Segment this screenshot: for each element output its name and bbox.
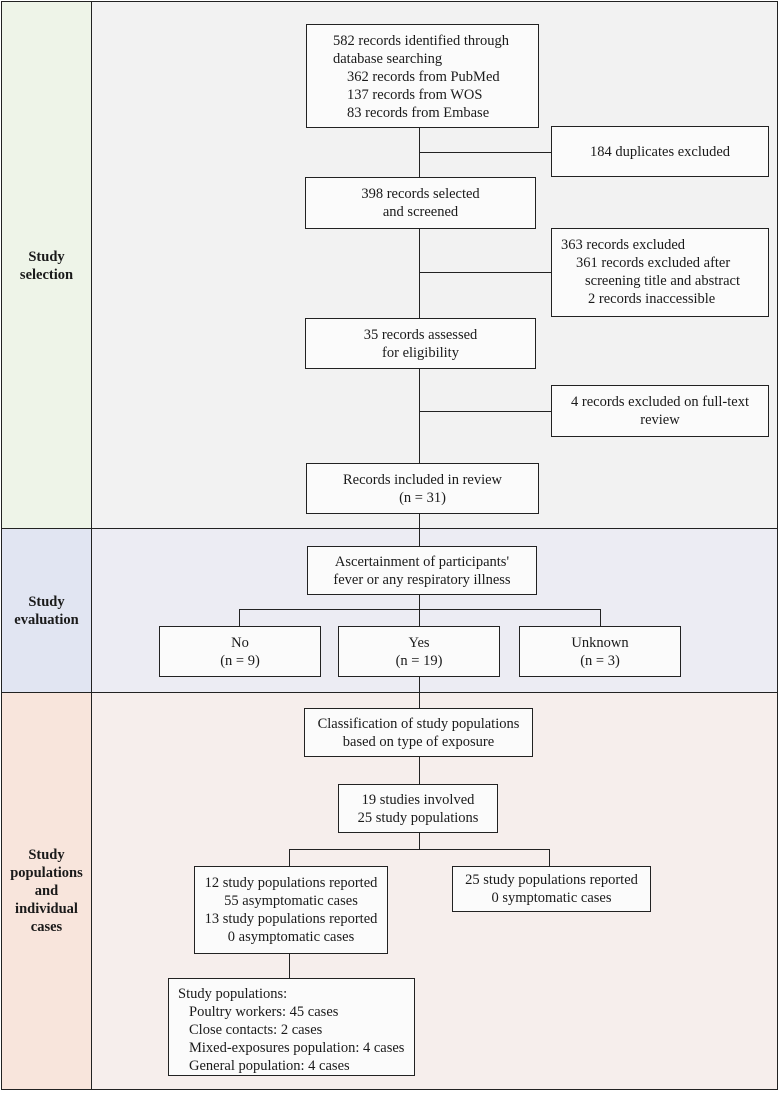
section-label-selection-cell: Study selection bbox=[2, 2, 92, 529]
section-label-populations: Study populations and individual cases bbox=[10, 847, 83, 935]
yes-text: Yes (n = 19) bbox=[395, 634, 443, 669]
wos-records-text: 137 records from WOS bbox=[347, 87, 483, 103]
records-screened-box: 398 records selected and screened bbox=[305, 177, 536, 229]
connector-line bbox=[419, 514, 421, 546]
connector-line bbox=[419, 677, 421, 708]
ascertainment-text: Ascertainment of participants' fever or … bbox=[333, 553, 511, 588]
classification-text: Classification of study populations base… bbox=[317, 715, 520, 750]
section-label-selection: Study selection bbox=[19, 248, 74, 283]
section-divider bbox=[2, 528, 777, 529]
asymptomatic-box: 12 study populations reported 55 asympto… bbox=[194, 866, 388, 954]
asymptomatic-text: 12 study populations reported 55 asympto… bbox=[204, 875, 378, 945]
poultry-workers-text: Poultry workers: 45 cases bbox=[189, 1004, 339, 1020]
section-label-evaluation-cell: Study evaluation bbox=[2, 529, 92, 693]
excluded-after-text: 361 records excluded after bbox=[576, 255, 731, 271]
close-contacts-text: Close contacts: 2 cases bbox=[189, 1022, 323, 1038]
embase-records-text: 83 records from Embase bbox=[347, 105, 490, 121]
title-abstract-text: screening title and abstract bbox=[585, 273, 741, 289]
connector-line bbox=[419, 152, 552, 154]
connector-line bbox=[549, 849, 551, 867]
connector-line bbox=[289, 849, 550, 851]
general-population-text: General population: 4 cases bbox=[189, 1058, 350, 1074]
study-populations-box: Study populations: Poultry workers: 45 c… bbox=[168, 978, 415, 1076]
no-box: No (n = 9) bbox=[159, 626, 321, 677]
connector-line bbox=[419, 411, 552, 413]
symptomatic-box: 25 study populations reported 0 symptoma… bbox=[452, 866, 651, 912]
eligibility-box: 35 records assessed for eligibility bbox=[305, 318, 536, 369]
records-excluded-text: 363 records excluded bbox=[561, 237, 686, 253]
connector-line bbox=[239, 609, 241, 626]
studies-involved-text: 19 studies involved 25 study populations bbox=[357, 791, 479, 826]
connector-line bbox=[419, 609, 421, 626]
section-label-populations-cell: Study populations and individual cases bbox=[2, 693, 92, 1089]
symptomatic-text: 25 study populations reported 0 symptoma… bbox=[465, 872, 638, 906]
no-text: No (n = 9) bbox=[220, 634, 260, 669]
database-searching-text: database searching bbox=[333, 51, 443, 67]
connector-line bbox=[419, 272, 552, 274]
connector-line bbox=[419, 756, 421, 784]
duplicates-excluded-text: 184 duplicates excluded bbox=[589, 143, 731, 160]
mixed-exposures-text: Mixed-exposures population: 4 cases bbox=[189, 1040, 405, 1056]
classification-box: Classification of study populations base… bbox=[304, 708, 533, 757]
unknown-box: Unknown (n = 3) bbox=[519, 626, 681, 677]
records-excluded-screening-box: 363 records excluded 361 records exclude… bbox=[551, 228, 769, 317]
eligibility-text: 35 records assessed for eligibility bbox=[363, 326, 478, 361]
records-included-box: Records included in review (n = 31) bbox=[306, 463, 539, 514]
study-populations-header: Study populations: bbox=[178, 986, 288, 1002]
connector-line bbox=[419, 369, 421, 463]
studies-involved-box: 19 studies involved 25 study populations bbox=[338, 784, 498, 833]
duplicates-excluded-box: 184 duplicates excluded bbox=[551, 126, 769, 177]
fulltext-excluded-box: 4 records excluded on full-text review bbox=[551, 385, 769, 437]
inaccessible-text: 2 records inaccessible bbox=[588, 291, 716, 307]
connector-line bbox=[419, 833, 421, 850]
connector-line bbox=[289, 954, 291, 978]
records-identified-text: 582 records identified through bbox=[333, 33, 509, 49]
section-divider bbox=[2, 692, 777, 693]
section-label-evaluation: Study evaluation bbox=[14, 594, 79, 628]
pubmed-records-text: 362 records from PubMed bbox=[347, 69, 500, 85]
records-screened-text: 398 records selected and screened bbox=[361, 186, 480, 220]
yes-box: Yes (n = 19) bbox=[338, 626, 500, 677]
unknown-text: Unknown (n = 3) bbox=[571, 634, 629, 669]
ascertainment-box: Ascertainment of participants' fever or … bbox=[307, 546, 537, 595]
connector-line bbox=[419, 595, 421, 610]
fulltext-excluded-text: 4 records excluded on full-text review bbox=[571, 394, 749, 428]
connector-line bbox=[289, 849, 291, 867]
records-identified-box: 582 records identified through database … bbox=[306, 24, 539, 128]
connector-line bbox=[600, 609, 602, 626]
records-included-text: Records included in review (n = 31) bbox=[342, 471, 503, 506]
